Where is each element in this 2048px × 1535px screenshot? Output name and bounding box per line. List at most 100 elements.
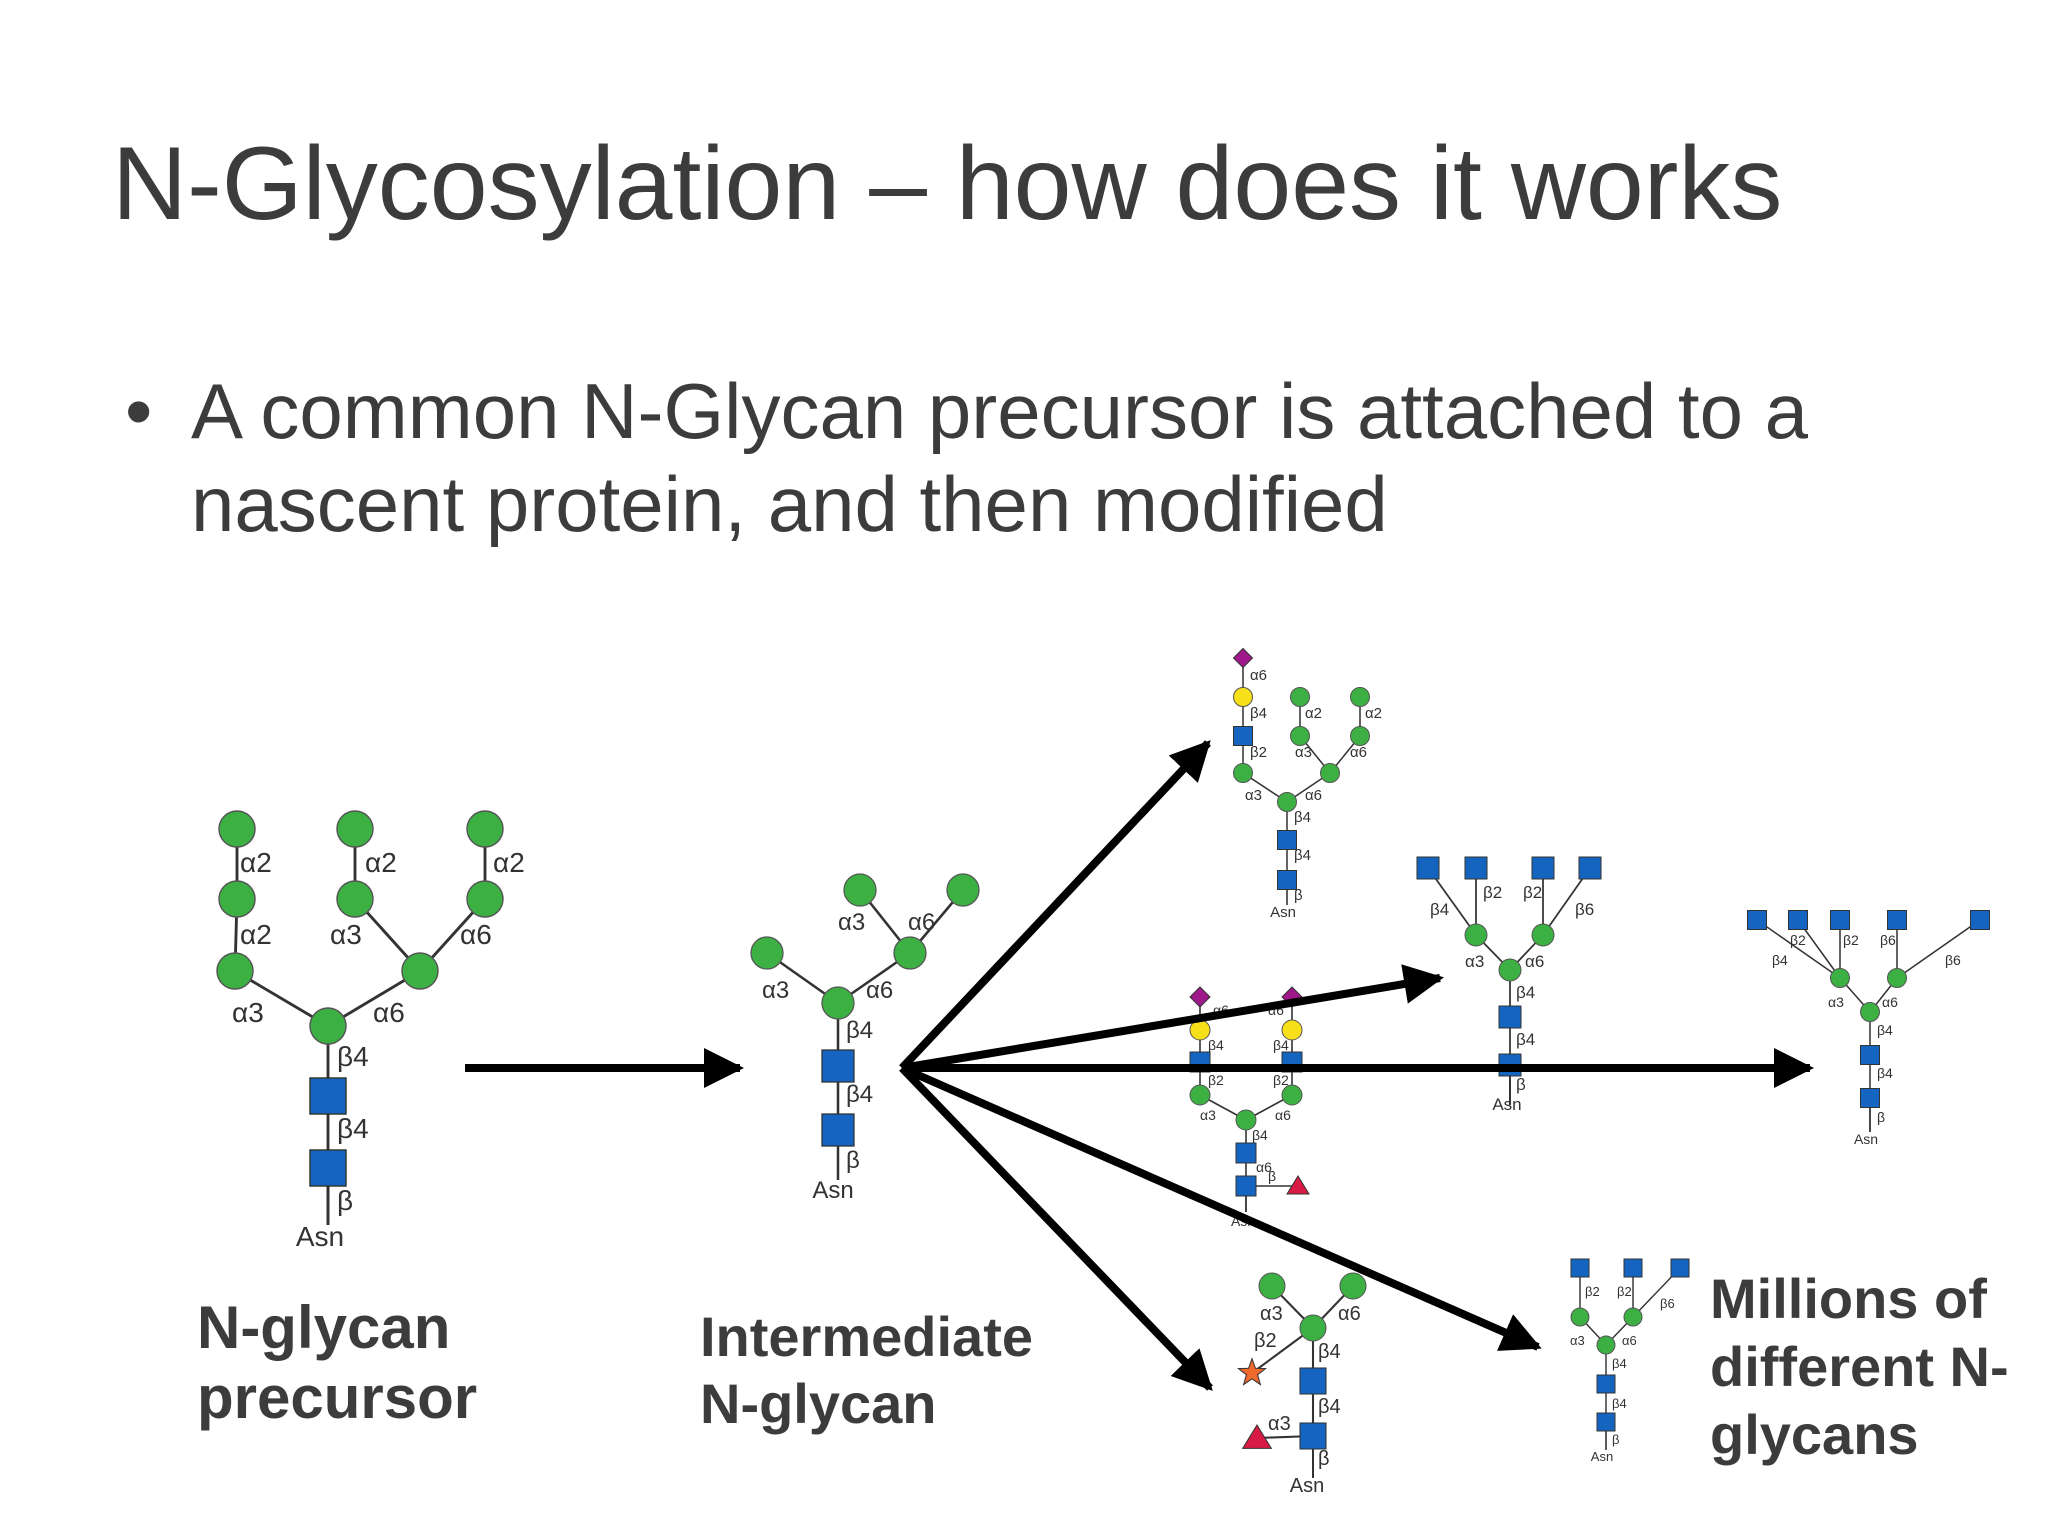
linkage-label: β4 bbox=[1877, 1022, 1893, 1038]
linkage-label: β bbox=[337, 1185, 353, 1216]
glcnac-square bbox=[1277, 830, 1297, 850]
linkage-label: β4 bbox=[1318, 1341, 1341, 1363]
linkage-label: α6 bbox=[1250, 667, 1267, 684]
linkage-label: β2 bbox=[1208, 1072, 1224, 1088]
glcnac-square bbox=[1970, 910, 1990, 930]
mannose-circle bbox=[1830, 968, 1850, 988]
glcnac-square bbox=[1235, 1175, 1257, 1197]
mannose-circle bbox=[1290, 726, 1310, 746]
mannose-circle bbox=[1887, 968, 1907, 988]
linkage-label: β6 bbox=[1660, 1296, 1675, 1311]
caption-millions: Millions of different N- glycans bbox=[1710, 1265, 2009, 1469]
linkage-label: α6 bbox=[908, 909, 935, 936]
mannose-circle bbox=[946, 873, 980, 907]
caption-precursor-line-1: N-glycan bbox=[197, 1294, 451, 1361]
mannose-circle bbox=[1464, 923, 1488, 947]
glcnac-square bbox=[309, 1077, 347, 1115]
mannose-circle bbox=[1350, 726, 1370, 746]
linkage-label: β2 bbox=[1843, 932, 1859, 948]
glcnac-square bbox=[1596, 1412, 1616, 1432]
glcnac-square bbox=[1235, 1142, 1257, 1164]
fucose-triangle bbox=[1241, 1424, 1273, 1449]
mannose-circle bbox=[466, 810, 504, 848]
linkage-label: β bbox=[1294, 887, 1303, 904]
linkage-label: β4 bbox=[1516, 983, 1535, 1002]
glcnac-square bbox=[309, 1149, 347, 1187]
linkage-label: β bbox=[1268, 1168, 1276, 1184]
linkage-label: β4 bbox=[1252, 1127, 1268, 1143]
linkage-label: α3 bbox=[1260, 1303, 1283, 1325]
mannose-circle bbox=[843, 873, 877, 907]
linkage-label: β4 bbox=[846, 1081, 873, 1108]
linkage-label: α3 bbox=[1245, 787, 1262, 804]
galactose-circle bbox=[1233, 687, 1253, 707]
bullet-line-2: nascent protein, and then modified bbox=[191, 460, 1388, 548]
glcnac-square bbox=[1860, 1045, 1880, 1065]
asn-label: Asn bbox=[1492, 1095, 1521, 1114]
linkage-label: β4 bbox=[1516, 1030, 1535, 1049]
linkage-label: α3 bbox=[1465, 952, 1484, 971]
mannose-circle bbox=[1623, 1307, 1643, 1327]
glcnac-square bbox=[1531, 856, 1555, 880]
linkage-label: α2 bbox=[240, 919, 272, 950]
linkage-label: β2 bbox=[1617, 1284, 1632, 1299]
glcnac-square bbox=[1233, 726, 1253, 746]
mannose-circle bbox=[1339, 1272, 1367, 1300]
linkage-label: β4 bbox=[1250, 705, 1267, 722]
linkage-label: β4 bbox=[1318, 1396, 1341, 1418]
arrow-to-millions bbox=[900, 1064, 1542, 1351]
linkage-label: β4 bbox=[337, 1113, 369, 1144]
linkage-label: β6 bbox=[1880, 932, 1896, 948]
mannose-circle bbox=[216, 952, 254, 990]
mannose-circle bbox=[821, 986, 855, 1020]
mannose-circle bbox=[1299, 1314, 1327, 1342]
mannose-circle bbox=[336, 810, 374, 848]
caption-millions-line-2: different N- bbox=[1710, 1335, 2009, 1398]
linkage-label: α2 bbox=[493, 847, 525, 878]
linkage-label: β2 bbox=[1273, 1072, 1289, 1088]
mannose-circle bbox=[893, 936, 927, 970]
linkage-label: α2 bbox=[1305, 705, 1322, 722]
linkage-label: β bbox=[1612, 1432, 1619, 1447]
linkage-label: β4 bbox=[1294, 809, 1311, 826]
caption-intermediate-line-2: N-glycan bbox=[700, 1372, 937, 1435]
mannose-circle bbox=[1233, 763, 1253, 783]
caption-precursor-line-2: precursor bbox=[197, 1364, 478, 1431]
linkage-label: β2 bbox=[1585, 1284, 1600, 1299]
glcnac-square bbox=[1788, 910, 1808, 930]
mannose-circle bbox=[309, 1007, 347, 1045]
mannose-circle bbox=[1235, 1109, 1257, 1131]
linkage-label: β2 bbox=[1483, 883, 1502, 902]
linkage-label: α6 bbox=[866, 977, 893, 1004]
mannose-circle bbox=[1189, 1084, 1211, 1106]
asn-label: Asn bbox=[1854, 1131, 1878, 1147]
linkage-label: β6 bbox=[1575, 900, 1594, 919]
mannose-circle bbox=[1350, 687, 1370, 707]
linkage-label: α3 bbox=[1268, 1413, 1291, 1435]
mannose-circle bbox=[1596, 1335, 1616, 1355]
linkage-label: β4 bbox=[1612, 1396, 1627, 1411]
glcnac-square bbox=[1830, 910, 1850, 930]
linkage-label: α6 bbox=[1350, 744, 1367, 761]
mannose-circle bbox=[1860, 1002, 1880, 1022]
linkage-label: β4 bbox=[1612, 1356, 1627, 1371]
mannose-circle bbox=[1320, 763, 1340, 783]
caption-intermediate-line-1: Intermediate bbox=[700, 1305, 1033, 1368]
linkage-label: α2 bbox=[365, 847, 397, 878]
mannose-circle bbox=[1277, 792, 1297, 812]
arrow-to-tetra-small bbox=[901, 964, 1444, 1072]
glcnac-square bbox=[1299, 1422, 1327, 1450]
arrow-to-plant bbox=[899, 1065, 1213, 1391]
linkage-label: α6 bbox=[1622, 1333, 1637, 1348]
slide-title: N-Glycosylation – how does it works bbox=[112, 126, 1783, 242]
linkage-label: β4 bbox=[1273, 1037, 1289, 1053]
mannose-circle bbox=[218, 880, 256, 918]
asn-label: Asn bbox=[296, 1221, 344, 1252]
glcnac-square bbox=[1570, 1258, 1590, 1278]
asn-label: Asn bbox=[1591, 1449, 1613, 1464]
linkage-bond bbox=[1896, 919, 1981, 979]
